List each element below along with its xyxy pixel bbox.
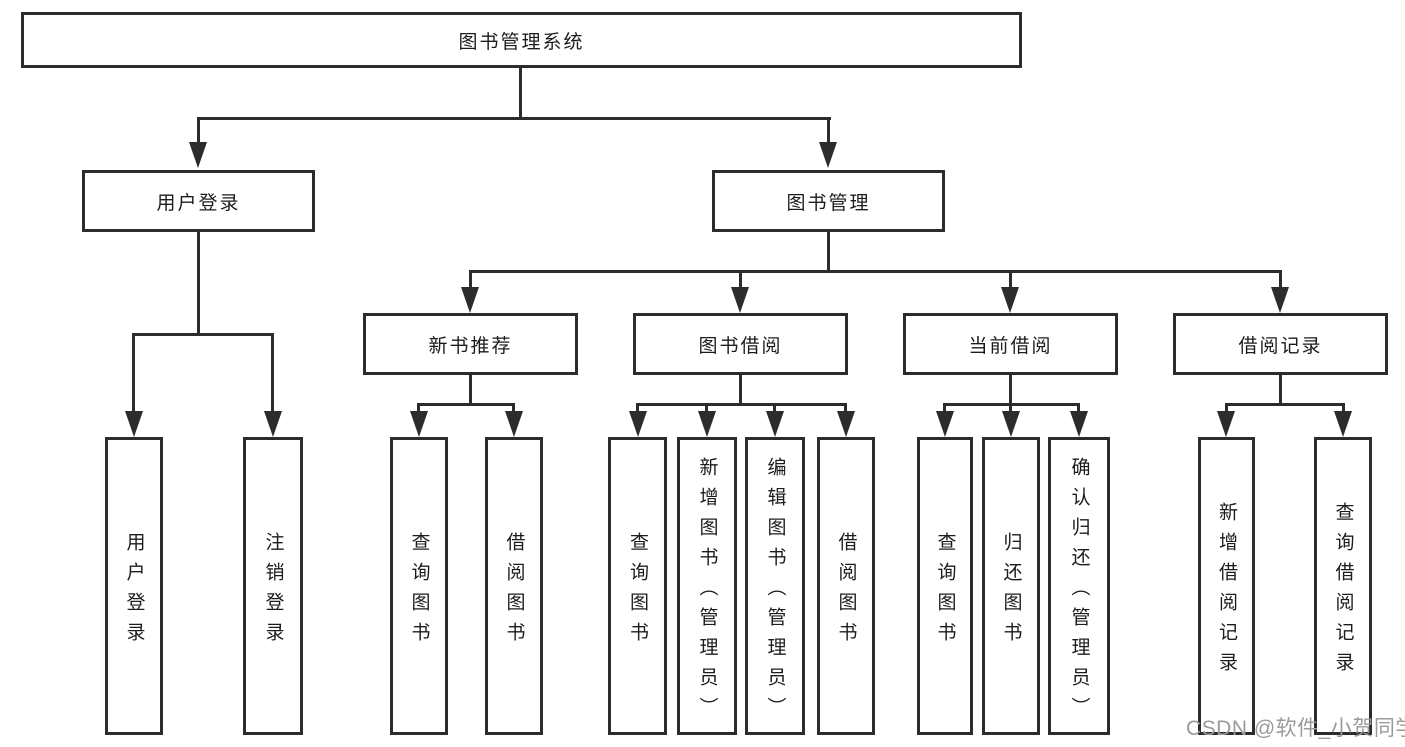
arrowhead-to-current-borrowing: [1001, 287, 1019, 313]
leaf-records-add-record-label: 新增借阅记录: [1216, 501, 1237, 682]
node-book-management-label: 图书管理: [786, 192, 871, 214]
leaf-borrow-add-books-admin-label: 新增图书（管理员）: [696, 456, 718, 727]
connector-to-book-borrowing-stem: [739, 273, 742, 287]
connector-to-cb-query-stem: [943, 406, 946, 411]
connector-borrowing-records-branch: [1225, 403, 1345, 406]
arrowhead-to-bb-query: [629, 411, 647, 437]
leaf-borrow-borrow-books: 借阅图书: [817, 437, 875, 735]
arrowhead-to-cb-query: [936, 411, 954, 437]
connector-to-bb-query-stem: [636, 406, 639, 411]
arrowhead-to-bb-edit: [766, 411, 784, 437]
connector-to-newrec-borrow-stem: [512, 406, 515, 411]
connector-to-user-login-stem: [197, 120, 200, 142]
leaf-borrow-add-books-admin: 新增图书（管理员）: [677, 437, 737, 735]
connector-to-bb-borrow-stem: [844, 406, 847, 411]
leaf-records-query-record-label: 查询借阅记录: [1332, 501, 1354, 682]
connector-to-cb-return-stem: [1009, 406, 1012, 411]
leaf-records-add-record: 新增借阅记录: [1198, 437, 1255, 735]
arrowhead-to-user-login: [189, 142, 207, 168]
connector-new-book-recommend-down: [469, 375, 472, 406]
leaf-logout: 注销登录: [243, 437, 303, 735]
arrowhead-to-cb-return: [1002, 411, 1020, 437]
csdn-watermark: CSDN @软件_小贺同学: [1186, 717, 1405, 740]
leaf-records-query-record: 查询借阅记录: [1314, 437, 1372, 735]
node-current-borrowing-label: 当前借阅: [968, 335, 1053, 357]
leaf-current-query-books-label: 查询图书: [934, 531, 956, 652]
arrowhead-to-borrowing-records: [1271, 287, 1289, 313]
leaf-newrec-query-books-label: 查询图书: [408, 531, 430, 652]
arrowhead-to-newrec-query: [410, 411, 428, 437]
node-user-login-label: 用户登录: [156, 192, 241, 214]
node-library-system: 图书管理系统: [21, 12, 1022, 68]
leaf-logout-label: 注销登录: [262, 531, 284, 652]
connector-to-cb-confirm-stem: [1077, 406, 1080, 411]
connector-root-stem: [519, 68, 522, 120]
connector-to-newrec-query-stem: [417, 406, 420, 411]
connector-to-br-add-stem: [1225, 406, 1228, 411]
leaf-newrec-query-books: 查询图书: [390, 437, 448, 735]
node-borrowing-records-label: 借阅记录: [1238, 335, 1323, 357]
leaf-borrow-query-books: 查询图书: [608, 437, 667, 735]
connector-root-branch: [197, 117, 831, 120]
leaf-current-return-books-label: 归还图书: [1000, 531, 1022, 652]
leaf-newrec-borrow-books-label: 借阅图书: [503, 531, 525, 652]
connector-new-book-recommend-branch: [417, 403, 515, 406]
connector-to-br-query-stem: [1342, 406, 1345, 411]
arrowhead-to-cb-confirm: [1070, 411, 1088, 437]
arrowhead-to-book-management: [819, 142, 837, 168]
leaf-borrow-edit-books-admin-label: 编辑图书（管理员）: [764, 456, 786, 727]
arrowhead-to-book-borrowing: [731, 287, 749, 313]
connector-current-borrowing-down: [1009, 375, 1012, 406]
node-library-system-label: 图书管理系统: [458, 31, 585, 53]
node-user-login: 用户登录: [82, 170, 315, 232]
leaf-borrow-query-books-label: 查询图书: [627, 531, 648, 652]
arrowhead-to-br-query: [1334, 411, 1352, 437]
connector-book-borrowing-branch: [636, 403, 847, 406]
connector-borrowing-records-down: [1279, 375, 1282, 406]
leaf-current-query-books: 查询图书: [917, 437, 973, 735]
leaf-user-login: 用户登录: [105, 437, 163, 735]
node-book-management: 图书管理: [712, 170, 945, 232]
connector-to-new-book-recommend-stem: [469, 273, 472, 287]
connector-to-leaf-logout-stem: [271, 336, 274, 411]
leaf-current-confirm-return-admin: 确认归还（管理员）: [1048, 437, 1110, 735]
arrowhead-to-bb-borrow: [837, 411, 855, 437]
connector-to-current-borrowing-stem: [1009, 273, 1012, 287]
connector-to-bb-add-stem: [705, 406, 708, 411]
connector-current-borrowing-branch: [943, 403, 1080, 406]
connector-to-leaf-user-login-stem: [132, 336, 135, 411]
arrowhead-to-new-book-recommend: [461, 287, 479, 313]
connector-to-borrowing-records-stem: [1279, 273, 1282, 287]
connector-user-login-branch: [132, 333, 274, 336]
arrowhead-to-br-add: [1217, 411, 1235, 437]
connector-user-login-down: [197, 232, 200, 336]
leaf-borrow-borrow-books-label: 借阅图书: [835, 531, 857, 652]
connector-to-bb-edit-stem: [773, 406, 776, 411]
arrowhead-to-leaf-logout: [264, 411, 282, 437]
node-borrowing-records: 借阅记录: [1173, 313, 1388, 375]
node-book-borrowing: 图书借阅: [633, 313, 848, 375]
node-book-borrowing-label: 图书借阅: [698, 335, 783, 357]
arrowhead-to-bb-add: [698, 411, 716, 437]
leaf-user-login-label: 用户登录: [123, 531, 145, 652]
arrowhead-to-newrec-borrow: [505, 411, 523, 437]
leaf-borrow-edit-books-admin: 编辑图书（管理员）: [745, 437, 805, 735]
connector-book-borrowing-down: [739, 375, 742, 406]
leaf-current-confirm-return-admin-label: 确认归还（管理员）: [1068, 456, 1090, 727]
node-current-borrowing: 当前借阅: [903, 313, 1118, 375]
connector-book-management-down: [827, 232, 830, 273]
node-new-book-recommend-label: 新书推荐: [428, 335, 513, 357]
leaf-current-return-books: 归还图书: [982, 437, 1040, 735]
connector-to-book-management-stem: [827, 120, 830, 142]
node-new-book-recommend: 新书推荐: [363, 313, 578, 375]
connector-book-management-branch: [469, 270, 1282, 273]
arrowhead-to-leaf-user-login: [125, 411, 143, 437]
leaf-newrec-borrow-books: 借阅图书: [485, 437, 543, 735]
